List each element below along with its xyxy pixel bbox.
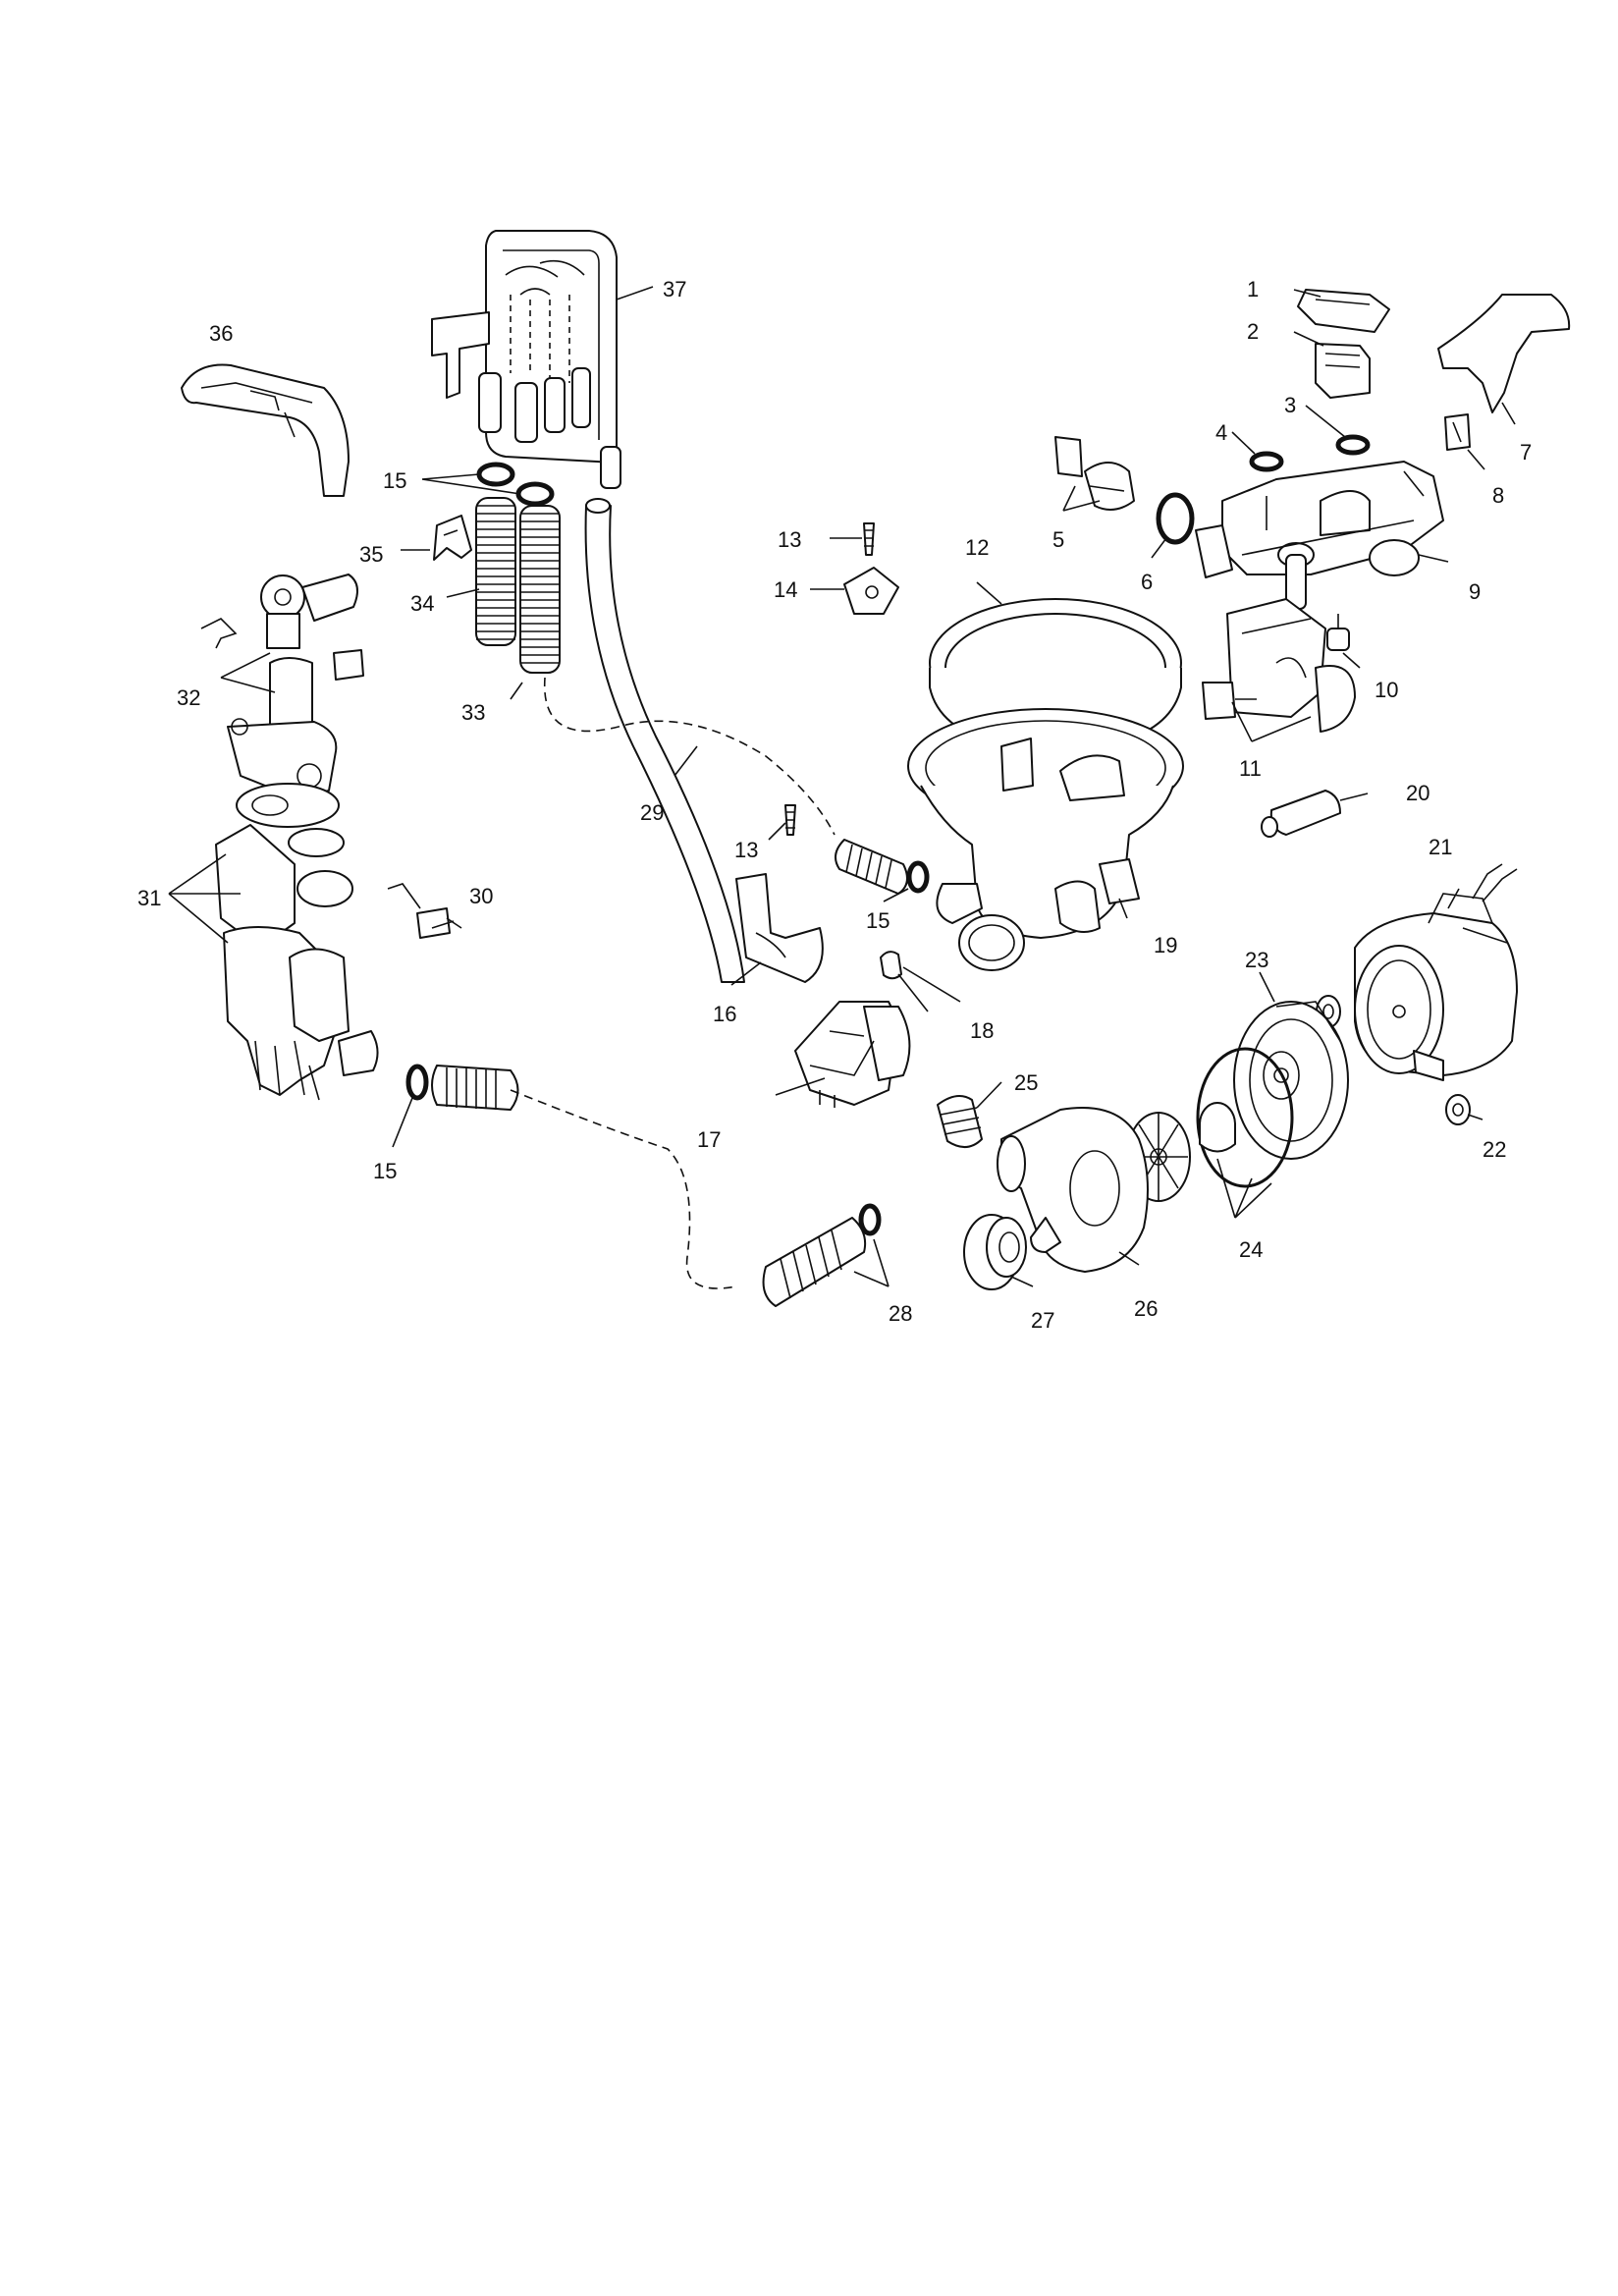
callout-32: 32	[177, 685, 200, 710]
callout-26: 26	[1134, 1296, 1158, 1321]
callout-12: 12	[965, 535, 989, 560]
callout-2: 2	[1247, 319, 1259, 344]
part-13-screw-lower	[784, 804, 796, 836]
callout-15-lower: 15	[373, 1159, 397, 1183]
callout-3: 3	[1284, 393, 1296, 417]
callout-14: 14	[774, 577, 797, 602]
part-23-pump-housing	[1233, 1001, 1349, 1160]
callout-1: 1	[1247, 277, 1259, 301]
callout-6: 6	[1141, 570, 1153, 594]
part-17-drain-pump	[794, 1001, 911, 1108]
callout-23: 23	[1245, 948, 1268, 972]
callout-35: 35	[359, 542, 383, 567]
part-26-pump-volute	[997, 1107, 1149, 1273]
part-15-oring-left	[405, 1064, 429, 1101]
callout-4: 4	[1215, 420, 1227, 445]
part-33-corrugated-hose	[519, 505, 561, 674]
part-6-oring	[1156, 492, 1195, 545]
part-28-hose-left-end	[431, 1065, 519, 1111]
part-31-fill-assembly	[215, 718, 379, 1101]
part-21-motor	[1354, 863, 1518, 1081]
callout-21: 21	[1429, 835, 1452, 859]
part-35-clip	[433, 515, 472, 561]
part-29-hose	[584, 498, 745, 983]
part-11-sensor-assembly	[1202, 598, 1356, 733]
callout-34: 34	[410, 591, 434, 616]
part-33-hose-end	[835, 839, 908, 895]
callout-20: 20	[1406, 781, 1429, 805]
part-9-manifold	[1195, 461, 1444, 610]
callout-27: 27	[1031, 1308, 1054, 1333]
part-16-bracket	[735, 873, 824, 983]
part-36-cover	[181, 363, 350, 497]
callout-16: 16	[713, 1002, 736, 1026]
part-37-heat-exchanger	[431, 230, 621, 489]
part-25-spring	[937, 1095, 983, 1148]
callout-13-lower: 13	[734, 838, 758, 862]
callout-29: 29	[640, 800, 664, 825]
callout-10: 10	[1375, 678, 1398, 702]
hose-33-route	[543, 677, 836, 836]
callout-15-top: 15	[383, 468, 406, 493]
part-5-valve	[1054, 436, 1135, 511]
callout-36: 36	[209, 321, 233, 346]
part-32-valve-assembly	[200, 574, 364, 733]
part-4-oring	[1249, 451, 1284, 472]
callout-33: 33	[461, 700, 485, 725]
callout-labels: 1 2 3 4 5 6 7 8 9 10 11 12 13 13 14 15 1…	[137, 277, 1532, 1333]
part-28-hose-right-end	[762, 1203, 882, 1307]
callout-30: 30	[469, 884, 493, 908]
callout-31: 31	[137, 886, 161, 910]
callout-24: 24	[1239, 1237, 1263, 1262]
part-15-oring-middle	[906, 860, 930, 894]
callout-15-middle: 15	[866, 908, 890, 933]
callout-9: 9	[1469, 579, 1481, 604]
part-18-clip	[880, 951, 902, 980]
callout-7: 7	[1520, 440, 1532, 465]
part-14-bracket	[843, 567, 899, 615]
part-30-switch	[387, 883, 462, 939]
callout-19: 19	[1154, 933, 1177, 957]
part-10-pin	[1326, 614, 1350, 651]
part-7-cover	[1437, 294, 1571, 413]
callout-11: 11	[1239, 756, 1262, 781]
part-27-grommet	[963, 1214, 1027, 1290]
callout-37: 37	[663, 277, 686, 301]
part-1-cap	[1297, 289, 1390, 333]
part-8-clip	[1444, 413, 1471, 451]
hose-28-route	[510, 1089, 737, 1289]
part-34-corrugated-hose	[475, 497, 516, 646]
callout-8: 8	[1492, 483, 1504, 508]
callout-22: 22	[1483, 1137, 1506, 1162]
part-2-plug	[1315, 343, 1371, 399]
part-19-sump	[907, 708, 1184, 971]
callout-13-top: 13	[778, 527, 801, 552]
callout-17: 17	[697, 1127, 721, 1152]
callout-28: 28	[889, 1301, 912, 1326]
part-20-element	[1261, 790, 1341, 838]
callout-25: 25	[1014, 1070, 1038, 1095]
part-3-oring	[1335, 434, 1371, 456]
callout-18: 18	[970, 1018, 994, 1043]
part-13-screw-top	[863, 522, 875, 556]
leader-lines	[168, 286, 1516, 1287]
callout-5: 5	[1052, 527, 1064, 552]
